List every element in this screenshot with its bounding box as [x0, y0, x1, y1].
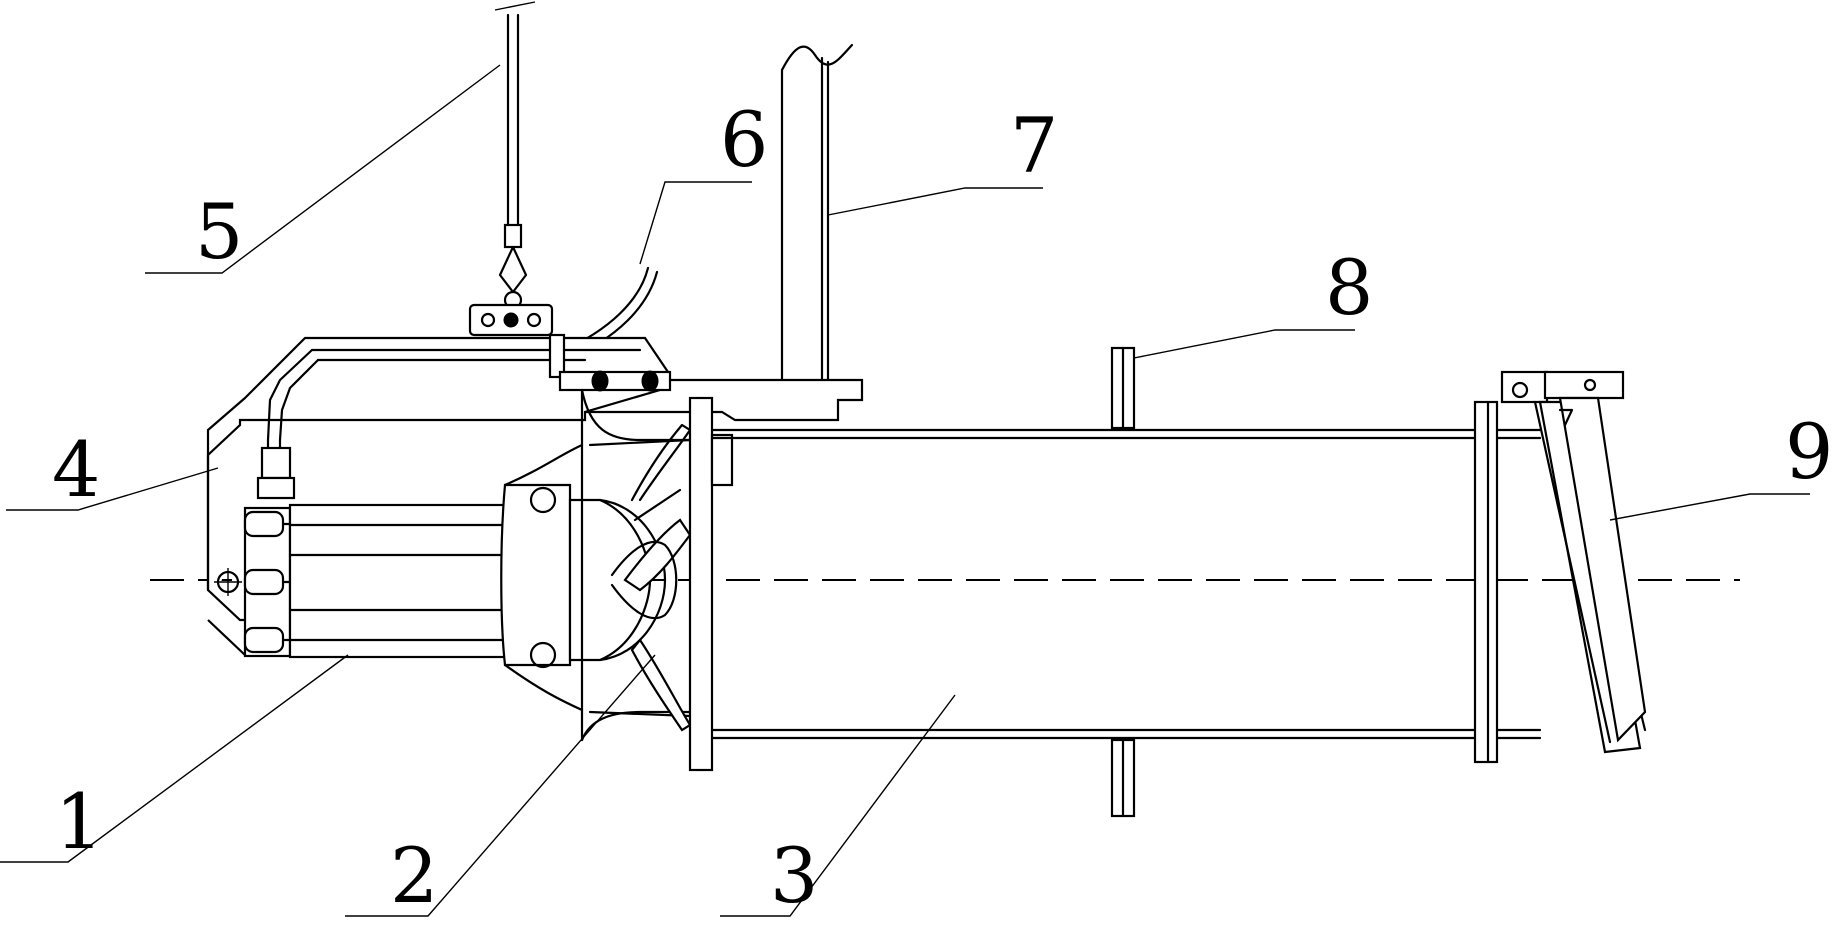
label-2: 2: [390, 831, 438, 920]
label-5: 5: [195, 187, 243, 276]
guide-tube: [688, 396, 1542, 772]
impeller: [610, 423, 692, 732]
lifting-chain: [468, 1, 554, 337]
label-6: 6: [720, 95, 768, 184]
leader-lines: [0, 64, 1810, 917]
motor: [214, 503, 507, 659]
label-7: 7: [1010, 101, 1058, 190]
label-4: 4: [52, 425, 100, 514]
outlet-flap: [1500, 370, 1647, 754]
label-9: 9: [1785, 407, 1833, 496]
label-1: 1: [55, 777, 103, 866]
outlet-flange: [1473, 400, 1499, 764]
part-labels: 1 2 3 4 5 6 7 8 9: [52, 95, 1833, 920]
label-3: 3: [770, 831, 818, 920]
label-8: 8: [1325, 243, 1373, 332]
support-ring: [1110, 346, 1136, 818]
